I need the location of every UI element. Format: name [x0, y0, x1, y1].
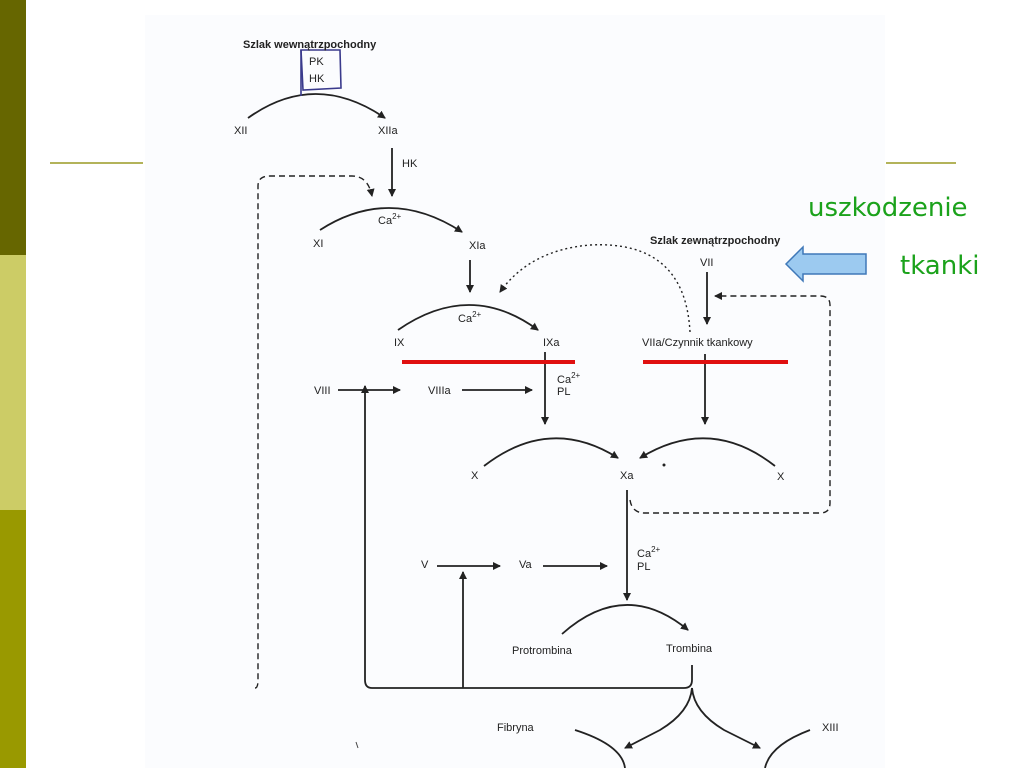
label-xiii: XIII	[822, 722, 839, 734]
xiii-arc	[764, 729, 811, 768]
prothrombin-to-thrombin-arc	[561, 604, 689, 635]
speck-2	[355, 741, 359, 749]
dashed-feedback-loops	[254, 175, 831, 689]
label-hk: HK	[402, 158, 418, 170]
title-rule-right	[886, 162, 956, 164]
label-viii: VIII	[314, 385, 331, 397]
intrinsic-pathway-title: Szlak wewnątrzpochodny	[243, 39, 377, 51]
label-xia: XIa	[469, 240, 486, 252]
xi-to-xia-arc	[319, 207, 463, 233]
label-va: Va	[519, 559, 533, 571]
side-band-dark	[0, 0, 26, 255]
tissue-damage-arrow-icon	[784, 245, 867, 283]
label-x-left: X	[471, 470, 479, 482]
label-v: V	[421, 559, 429, 571]
label-xi: XI	[313, 238, 323, 250]
pk-hk-box	[300, 49, 342, 91]
label-trombina: Trombina	[666, 643, 713, 655]
extrinsic-pathway-title: Szlak zewnątrzpochodny	[650, 235, 781, 247]
side-band-olive	[0, 510, 26, 768]
label-ixa: IXa	[543, 337, 560, 349]
label-xa: Xa	[620, 470, 634, 482]
label-ix: IX	[394, 337, 405, 349]
annotation-tissue-damage-line1: uszkodzenie	[808, 193, 968, 223]
fibrin-arc	[574, 729, 626, 768]
label-pk: PK	[309, 56, 324, 68]
speck-1	[662, 463, 666, 467]
thrombin-feedback-trunk	[361, 385, 693, 689]
label-pl-xa: PL	[637, 561, 650, 573]
label-x-right: X	[777, 471, 785, 483]
label-ca-ixa: Ca2+	[557, 371, 581, 386]
diagram-connectors	[247, 93, 811, 768]
label-ca-xa: Ca2+	[637, 545, 661, 560]
dotted-feedback-arc	[499, 244, 691, 333]
label-protrombina: Protrombina	[512, 645, 573, 657]
label-xiia: XIIa	[378, 125, 398, 137]
label-xii: XII	[234, 125, 247, 137]
annotation-tissue-damage-line2: tkanki	[900, 251, 980, 281]
label-ca-ix: Ca2+	[458, 310, 482, 325]
label-ca-xi: Ca2+	[378, 212, 402, 227]
x-to-xa-arc-left	[483, 437, 619, 467]
title-rule-left	[50, 162, 143, 164]
scanned-diagram-background	[145, 15, 885, 768]
xii-to-xiia-arc	[247, 93, 386, 119]
thrombin-fork-right	[691, 687, 761, 749]
label-fibryna: Fibryna	[497, 722, 535, 734]
label-viia-tissue-factor: VIIa/Czynnik tkankowy	[642, 337, 753, 349]
label-viiia: VIIIa	[428, 385, 452, 397]
side-band-light	[0, 255, 26, 510]
label-pl-ixa: PL	[557, 386, 570, 398]
x-to-xa-arc-right	[639, 437, 776, 467]
thrombin-fork-left	[624, 687, 693, 749]
ix-to-ixa-arc	[397, 304, 539, 331]
dashed-loop-right	[629, 292, 831, 514]
dashed-loop-left	[254, 175, 375, 689]
label-vii: VII	[700, 257, 713, 269]
label-hk-box: HK	[309, 73, 325, 85]
